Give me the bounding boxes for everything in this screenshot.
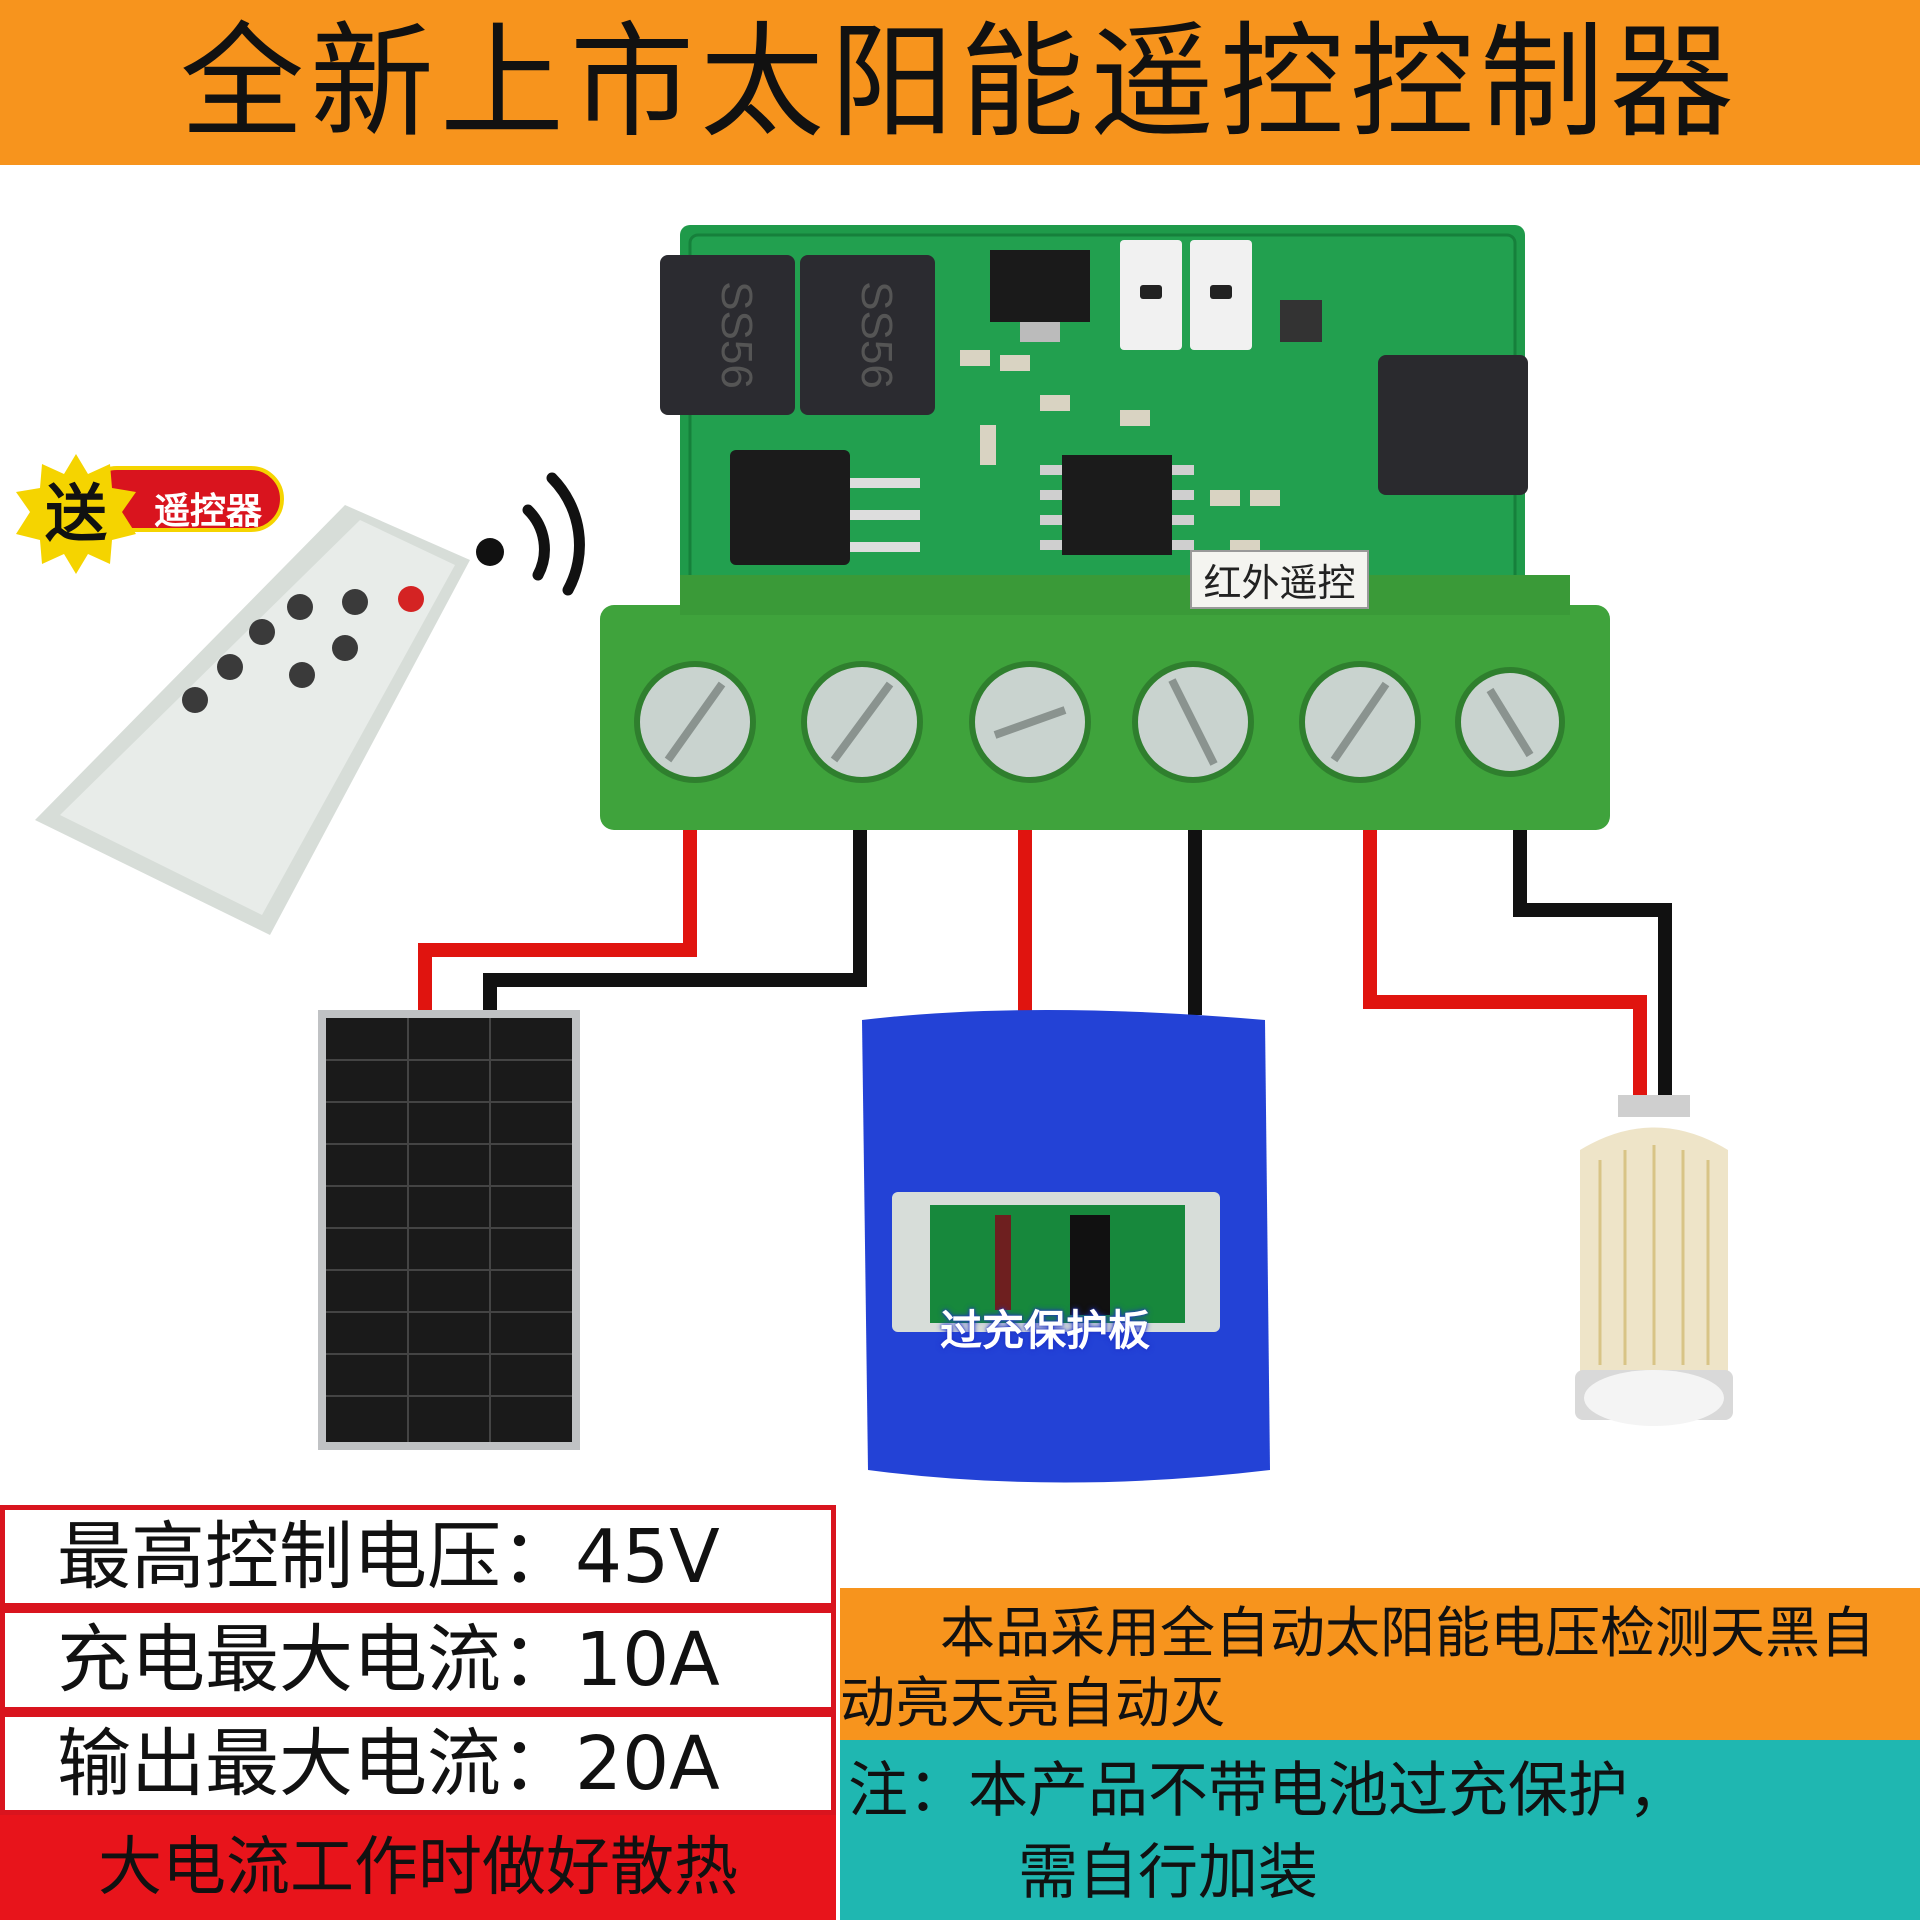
heat-warning-text: 大电流工作时做好散热 [98,1830,738,1905]
starburst-icon [16,454,136,574]
page-title: 全新上市太阳能遥控控制器 [179,10,1740,155]
badge-gift-text: 送 [44,477,107,550]
spec-output-text: 输出最大电流：20A [57,1720,720,1807]
product-scene: SS56 SS56 [0,165,1920,1500]
title-banner: 全新上市太阳能遥控控制器 [0,0,1920,165]
spec-voltage-text: 最高控制电压：45V [57,1513,720,1600]
spec-charge-current: 充电最大电流：10A [0,1608,836,1712]
pcb-board: SS56 SS56 [660,225,1528,610]
battery-note: 注：本产品不带电池过充保护， 需自行加装 [840,1740,1920,1920]
ir-remote-label: 红外遥控 [1190,550,1369,609]
svg-text:SS56: SS56 [852,281,901,389]
auto-detect-text: 本品采用全自动太阳能电压检测天黑自动亮天亮自动灭 [840,1601,1876,1735]
spec-charge-text: 充电最大电流：10A [57,1617,720,1703]
note-line-1: 注：本产品不带电池过充保护， [848,1756,1688,1826]
badge-remote-text: 遥控器 [154,491,263,532]
remote-control-icon [35,505,470,935]
gift-badge: 遥控器 送 [14,452,284,574]
led-corn-bulb-icon [1575,1095,1733,1426]
wifi-signal-icon [476,472,585,596]
spec-output-current: 输出最大电流：20A [0,1712,836,1815]
heat-warning: 大电流工作时做好散热 [0,1815,836,1920]
note-line-2: 需自行加装 [1018,1838,1318,1908]
spec-max-voltage: 最高控制电压：45V [0,1505,836,1608]
solar-panel-icon [318,1010,580,1450]
battery-protection-label: 过充保护板 [940,1306,1151,1355]
svg-text:SS56: SS56 [712,281,761,389]
product-illustration: SS56 SS56 [35,225,1733,1483]
terminal-block [600,575,1610,830]
battery-pack-icon [862,1010,1270,1483]
wires [418,830,1672,1095]
auto-detect-info: 本品采用全自动太阳能电压检测天黑自动亮天亮自动灭 [840,1588,1920,1740]
